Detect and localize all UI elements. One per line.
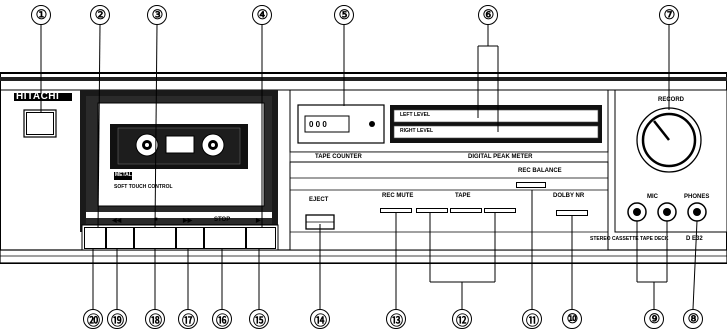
record-level-knob[interactable]	[643, 114, 695, 166]
callout-16: ⑯	[212, 309, 232, 329]
callout-13: ⑬	[386, 309, 406, 329]
rew-label: ◀◀	[112, 218, 122, 224]
system-text: STEREO CASSETTE TAPE DECK	[590, 236, 669, 242]
rewind-key[interactable]	[106, 227, 134, 249]
phones-jack[interactable]	[688, 203, 706, 221]
fast-forward-key[interactable]	[176, 227, 204, 249]
callout-17: ⑰	[178, 309, 198, 329]
callout-3: ③	[147, 5, 167, 25]
callout-20: ⑳	[83, 309, 103, 329]
metal-tag: METAL	[115, 172, 132, 178]
record-key[interactable]	[84, 227, 106, 249]
mic-right-jack[interactable]	[658, 203, 676, 221]
meter-left: LEFT LEVEL	[400, 112, 430, 118]
eject-label: EJECT	[309, 197, 329, 203]
callout-9: ⑨	[644, 309, 664, 329]
stop-label: STOP	[214, 217, 231, 223]
callout-7: ⑦	[659, 5, 679, 25]
metal-tag-bg	[114, 172, 132, 180]
callout-2: ②	[90, 5, 110, 25]
cassette-window	[116, 128, 242, 164]
callout-6: ⑥	[478, 5, 498, 25]
eject-button[interactable]	[306, 215, 334, 229]
record-label: RECORD	[658, 97, 685, 103]
tape-normal-button[interactable]	[416, 208, 448, 213]
phones-label: PHONES	[684, 194, 710, 200]
callout-10: ⑩	[562, 309, 582, 329]
rec-balance-slider[interactable]	[516, 182, 546, 188]
mic-left-jack[interactable]	[628, 203, 646, 221]
tape-label: TAPE	[455, 193, 471, 199]
stop-key[interactable]	[204, 227, 246, 249]
callout-14: ⑭	[310, 309, 330, 329]
callout-1: ①	[31, 5, 51, 25]
callout-15: ⑮	[249, 309, 269, 329]
cassette-label: SOFT TOUCH CONTROL	[114, 184, 173, 190]
meter-label: DIGITAL PEAK METER	[468, 154, 533, 160]
callout-18: ⑱	[145, 309, 165, 329]
play-key[interactable]	[246, 227, 276, 249]
rec-balance-label: REC BALANCE	[518, 168, 562, 174]
mic-label: MIC	[647, 194, 658, 200]
play-label: ▶	[256, 218, 261, 224]
rec-mute-button[interactable]	[380, 208, 412, 213]
pause-key[interactable]	[134, 227, 176, 249]
brand-logo: HITACHI	[16, 91, 60, 102]
meter-right: RIGHT LEVEL	[400, 128, 434, 134]
tape-crO2-button[interactable]	[450, 208, 482, 213]
power-button[interactable]	[26, 112, 54, 135]
ff-label: ▶▶	[183, 218, 193, 224]
dolby-button[interactable]	[556, 210, 588, 216]
callout-12: ⑫	[452, 309, 472, 329]
pause-label: ■	[154, 217, 158, 223]
callout-4: ④	[252, 5, 272, 25]
model-text: D E32	[686, 236, 703, 242]
counter-reset-button[interactable]	[368, 120, 376, 128]
counter-digits: 0 0 0	[309, 120, 327, 129]
callout-11: ⑪	[522, 309, 542, 329]
callout-5: ⑤	[334, 5, 354, 25]
tape-metal-button[interactable]	[484, 208, 516, 213]
rec-mute-label: REC MUTE	[382, 193, 414, 199]
counter-label: TAPE COUNTER	[315, 154, 362, 160]
callout-19: ⑲	[107, 309, 127, 329]
callout-8: ⑧	[683, 309, 703, 329]
dolby-label: DOLBY NR	[553, 193, 585, 199]
